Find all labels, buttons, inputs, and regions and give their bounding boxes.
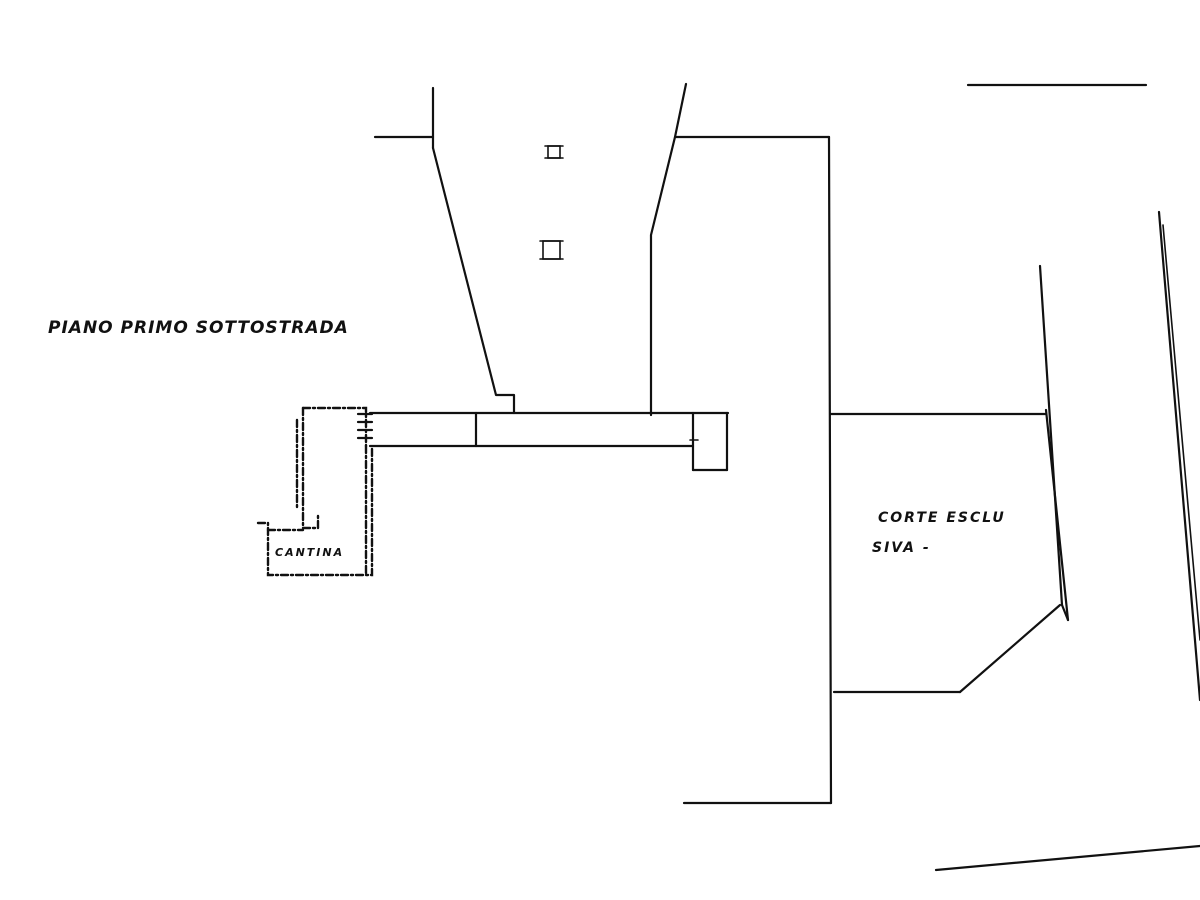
court-label-line1: CORTE ESCLU	[878, 510, 1006, 526]
small-square-symbols	[539, 145, 564, 260]
floor-label: PIANO PRIMO SOTTOSTRADA	[48, 318, 349, 338]
site-boundary-lines	[934, 83, 1200, 872]
central-building-outline	[373, 82, 831, 417]
cantina-outline	[256, 406, 374, 577]
court-label-line2: SIVA -	[872, 540, 931, 556]
main-vertical-wall	[682, 135, 833, 805]
cantina-label: CANTINA	[275, 546, 344, 559]
court-outline	[829, 264, 1070, 694]
corridor-band	[368, 411, 730, 472]
